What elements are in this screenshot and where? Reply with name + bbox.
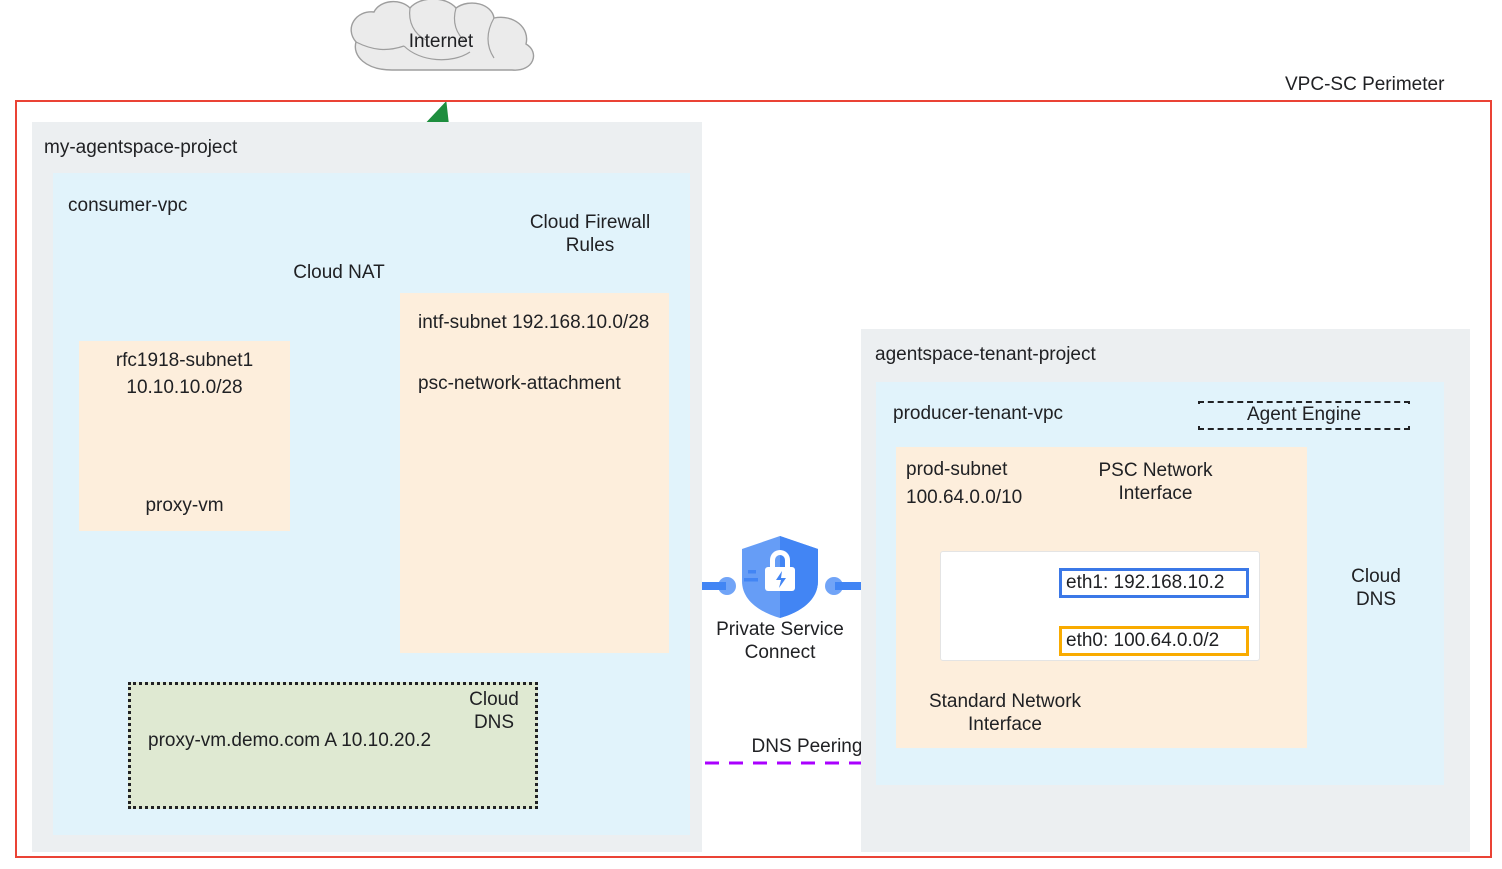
dns-peering-label: DNS Peering <box>751 736 863 757</box>
agent-engine-label: Agent Engine <box>1198 404 1410 426</box>
cloud-firewall-rules-label: Cloud Firewall Rules <box>529 212 651 257</box>
dns-a-record: proxy-vm.demo.com A 10.10.20.2 <box>148 730 432 751</box>
rfc1918-subnet1-name: rfc1918-subnet1 <box>115 350 254 371</box>
cloud-dns-consumer-label: Cloud DNS <box>469 689 519 734</box>
eth1-interface-chip: eth1: 192.168.10.2 <box>1059 568 1249 598</box>
eth0-interface-chip: eth0: 100.64.0.0/2 <box>1059 626 1249 656</box>
vpc-sc-perimeter-label: VPC-SC Perimeter <box>1285 74 1445 95</box>
psc-network-interface-label: PSC Network Interface <box>1098 460 1213 505</box>
cloud-dns-private-zone-box <box>128 682 538 809</box>
psc-network-attachment-label: psc-network-attachment <box>418 373 621 394</box>
internet-label: Internet <box>408 31 474 52</box>
prod-subnet-cidr: 100.64.0.0/10 <box>906 487 1023 508</box>
rfc1918-subnet1-box <box>79 341 290 531</box>
proxy-vm-label: proxy-vm <box>145 495 224 516</box>
cloud-nat-label: Cloud NAT <box>293 262 385 283</box>
prod-subnet-name: prod-subnet <box>906 459 1008 480</box>
intf-subnet-box <box>400 293 669 653</box>
producer-tenant-vpc-label: producer-tenant-vpc <box>893 403 1064 424</box>
vpc-sc-perimeter-box <box>15 100 1492 858</box>
intf-subnet-cidr: intf-subnet 192.168.10.0/28 <box>418 312 650 333</box>
cloud-dns-tenant-label: Cloud DNS <box>1351 566 1401 611</box>
agentspace-tenant-project-label: agentspace-tenant-project <box>875 344 1096 365</box>
rfc1918-subnet1-cidr: 10.10.10.0/28 <box>126 377 243 398</box>
private-service-connect-label: Private Service Connect <box>716 619 844 664</box>
consumer-vpc-label: consumer-vpc <box>68 195 188 216</box>
standard-network-interface-label: Standard Network Interface <box>928 691 1082 736</box>
my-agentspace-project-label: my-agentspace-project <box>44 137 238 158</box>
